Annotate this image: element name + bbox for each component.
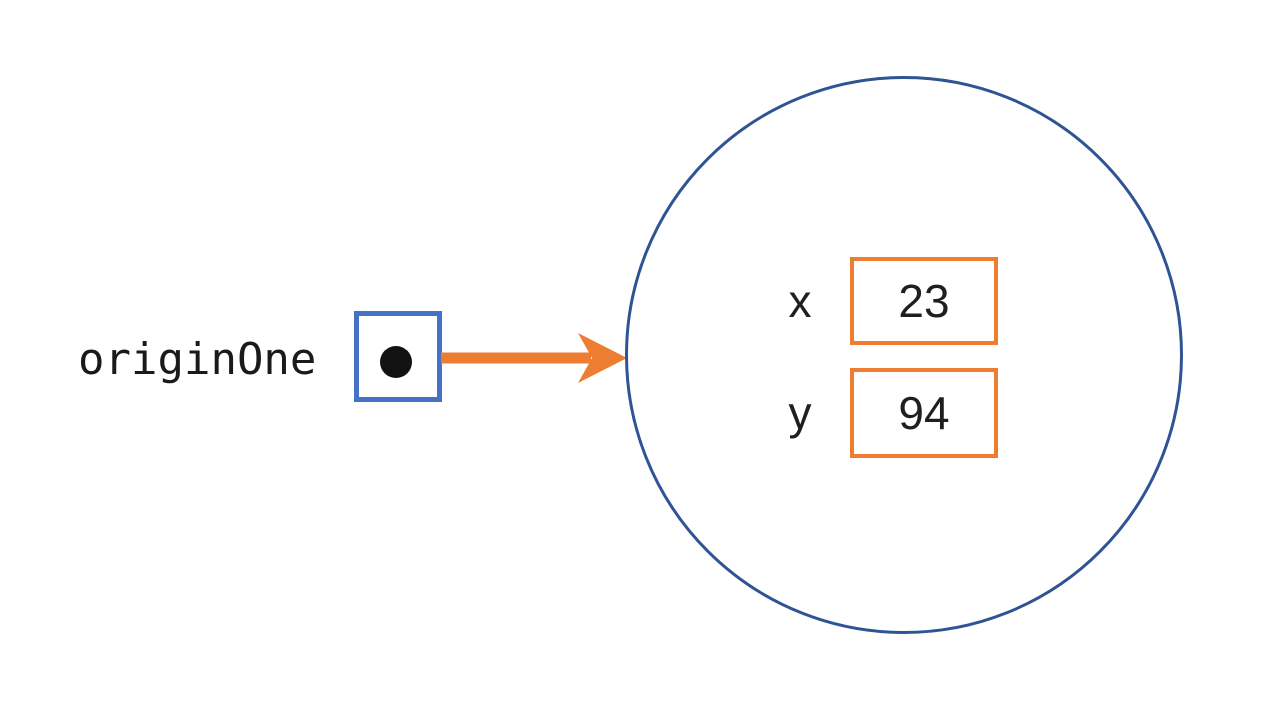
- reference-box: [354, 311, 442, 402]
- attribute-row-x: x 23: [766, 257, 998, 345]
- reference-dot-icon: [380, 346, 412, 378]
- variable-name-label: originOne: [78, 334, 317, 385]
- attribute-x-value: 23: [898, 275, 950, 327]
- attribute-y-value: 94: [898, 387, 950, 439]
- attribute-x-value-box: 23: [850, 257, 998, 345]
- object-circle: [625, 76, 1183, 634]
- attribute-x-label: x: [788, 275, 812, 327]
- reference-arrow-icon: [441, 333, 627, 383]
- attribute-row-y: y 94: [766, 368, 998, 458]
- attribute-y-value-box: 94: [850, 368, 998, 458]
- attribute-y-label: y: [788, 387, 812, 439]
